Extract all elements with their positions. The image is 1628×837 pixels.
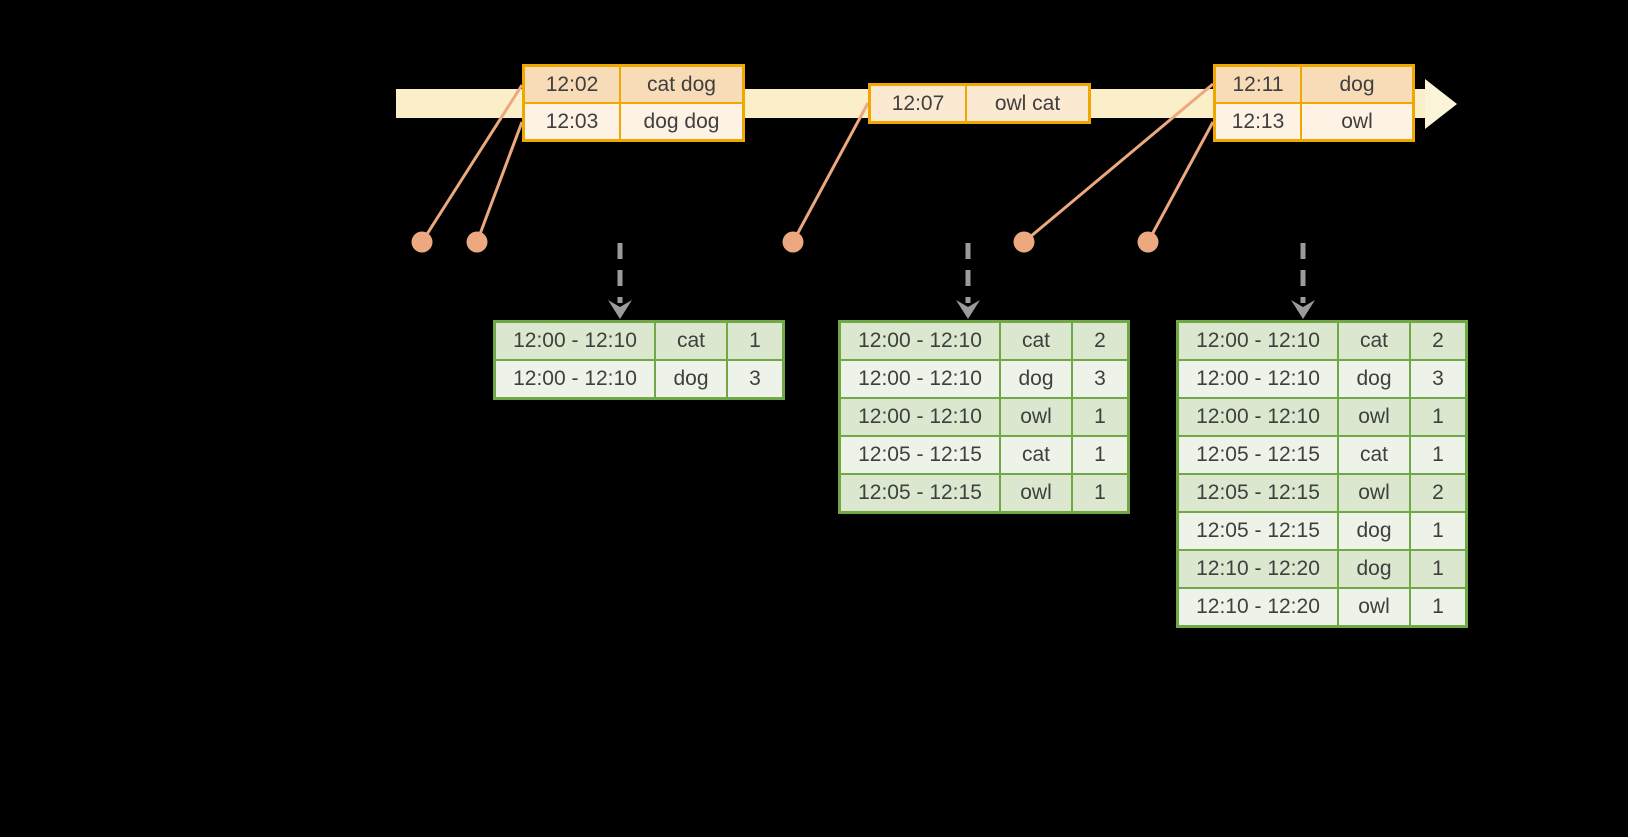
word-cell: dog <box>999 359 1073 399</box>
window-cell: 12:00 - 12:10 <box>493 320 656 361</box>
result-row: 12:00 - 12:10 dog 3 <box>838 359 1130 399</box>
count-cell: 1 <box>1071 473 1130 514</box>
event-words-cell: owl <box>1300 102 1415 142</box>
event-time-cell: 12:13 <box>1213 102 1302 142</box>
word-cell: cat <box>999 320 1073 361</box>
word-cell: dog <box>1337 511 1411 551</box>
result-table-2: 12:00 - 12:10 cat 2 12:00 - 12:10 dog 3 … <box>838 320 1130 514</box>
window-cell: 12:05 - 12:15 <box>1176 473 1339 513</box>
event-table-2: 12:07 owl cat <box>868 83 1091 124</box>
word-cell: owl <box>1337 473 1411 513</box>
result-row: 12:00 - 12:10 dog 3 <box>493 359 785 400</box>
window-cell: 12:00 - 12:10 <box>1176 320 1339 361</box>
event-words-cell: dog <box>1300 64 1415 104</box>
word-cell: owl <box>999 397 1073 437</box>
trigger-arrowhead-icon <box>1291 300 1315 319</box>
count-cell: 1 <box>1409 587 1468 628</box>
window-cell: 12:05 - 12:15 <box>1176 511 1339 551</box>
event-time-cell: 12:11 <box>1213 64 1302 104</box>
event-connector-line <box>1146 121 1215 243</box>
event-row: 12:11 dog <box>1213 64 1415 104</box>
window-cell: 12:00 - 12:10 <box>838 320 1001 361</box>
window-cell: 12:10 - 12:20 <box>1176 549 1339 589</box>
count-cell: 3 <box>1409 359 1468 399</box>
result-table-3: 12:00 - 12:10 cat 2 12:00 - 12:10 dog 3 … <box>1176 320 1468 628</box>
result-table-1: 12:00 - 12:10 cat 1 12:00 - 12:10 dog 3 <box>493 320 785 400</box>
count-cell: 2 <box>1409 473 1468 513</box>
count-cell: 1 <box>1409 549 1468 589</box>
result-row: 12:00 - 12:10 owl 1 <box>838 397 1130 437</box>
word-cell: dog <box>654 359 728 400</box>
word-cell: cat <box>1337 320 1411 361</box>
event-time-cell: 12:03 <box>522 102 621 142</box>
event-dot-icon <box>411 231 433 253</box>
event-words-cell: owl cat <box>965 83 1091 124</box>
timeline-arrowhead-icon <box>1425 79 1457 129</box>
result-row: 12:00 - 12:10 dog 3 <box>1176 359 1468 399</box>
count-cell: 1 <box>1409 511 1468 551</box>
event-table-1: 12:02 cat dog 12:03 dog dog <box>522 64 745 142</box>
word-cell: cat <box>1337 435 1411 475</box>
word-cell: cat <box>654 320 728 361</box>
result-row: 12:10 - 12:20 owl 1 <box>1176 587 1468 628</box>
event-connector-line <box>1023 82 1214 244</box>
event-dot-icon <box>782 231 804 253</box>
event-connector-line <box>475 121 524 243</box>
count-cell: 3 <box>726 359 785 400</box>
window-cell: 12:05 - 12:15 <box>838 473 1001 514</box>
count-cell: 2 <box>1409 320 1468 361</box>
event-time-cell: 12:02 <box>522 64 621 104</box>
result-row: 12:10 - 12:20 dog 1 <box>1176 549 1468 589</box>
event-time-cell: 12:07 <box>868 83 967 124</box>
word-cell: owl <box>999 473 1073 514</box>
event-row: 12:02 cat dog <box>522 64 745 104</box>
event-dot-icon <box>466 231 488 253</box>
window-cell: 12:05 - 12:15 <box>838 435 1001 475</box>
word-cell: dog <box>1337 359 1411 399</box>
trigger-arrowhead-icon <box>956 300 980 319</box>
window-cell: 12:00 - 12:10 <box>838 397 1001 437</box>
window-cell: 12:00 - 12:10 <box>1176 359 1339 399</box>
event-row: 12:13 owl <box>1213 102 1415 142</box>
result-row: 12:00 - 12:10 cat 2 <box>838 320 1130 361</box>
count-cell: 1 <box>1409 397 1468 437</box>
word-cell: owl <box>1337 587 1411 628</box>
word-cell: dog <box>1337 549 1411 589</box>
window-cell: 12:00 - 12:10 <box>1176 397 1339 437</box>
event-dot-icon <box>1013 231 1035 253</box>
window-cell: 12:05 - 12:15 <box>1176 435 1339 475</box>
result-row: 12:00 - 12:10 cat 2 <box>1176 320 1468 361</box>
result-row: 12:05 - 12:15 owl 2 <box>1176 473 1468 513</box>
event-connector-line <box>791 102 870 243</box>
event-words-cell: dog dog <box>619 102 745 142</box>
window-cell: 12:00 - 12:10 <box>493 359 656 400</box>
trigger-arrowhead-icon <box>608 300 632 319</box>
count-cell: 3 <box>1071 359 1130 399</box>
window-cell: 12:10 - 12:20 <box>1176 587 1339 628</box>
word-cell: cat <box>999 435 1073 475</box>
event-words-cell: cat dog <box>619 64 745 104</box>
result-row: 12:00 - 12:10 cat 1 <box>493 320 785 361</box>
count-cell: 2 <box>1071 320 1130 361</box>
result-row: 12:05 - 12:15 owl 1 <box>838 473 1130 514</box>
event-row: 12:07 owl cat <box>868 83 1091 124</box>
event-dot-icon <box>1137 231 1159 253</box>
event-row: 12:03 dog dog <box>522 102 745 142</box>
result-row: 12:05 - 12:15 cat 1 <box>1176 435 1468 475</box>
result-row: 12:05 - 12:15 dog 1 <box>1176 511 1468 551</box>
count-cell: 1 <box>1409 435 1468 475</box>
event-table-3: 12:11 dog 12:13 owl <box>1213 64 1415 142</box>
result-row: 12:05 - 12:15 cat 1 <box>838 435 1130 475</box>
count-cell: 1 <box>726 320 785 361</box>
count-cell: 1 <box>1071 435 1130 475</box>
word-cell: owl <box>1337 397 1411 437</box>
event-connector-line <box>420 84 524 243</box>
count-cell: 1 <box>1071 397 1130 437</box>
result-row: 12:00 - 12:10 owl 1 <box>1176 397 1468 437</box>
window-cell: 12:00 - 12:10 <box>838 359 1001 399</box>
